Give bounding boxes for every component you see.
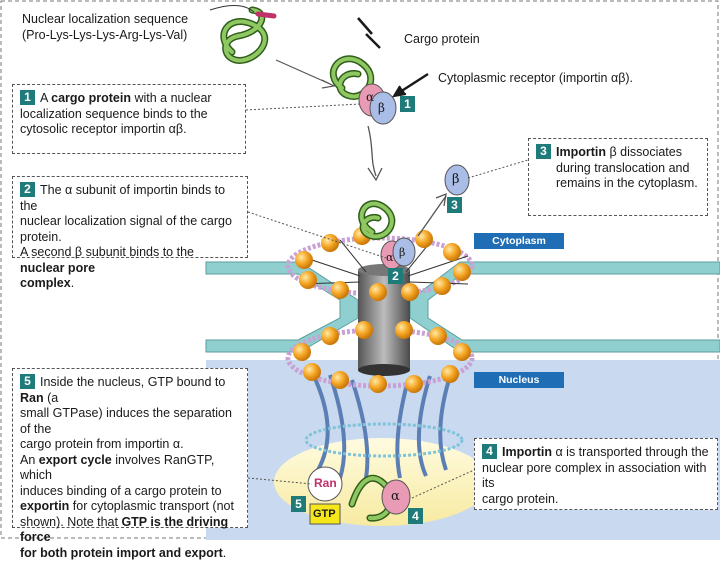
step-3-bold-a: Importin <box>556 145 606 159</box>
step-4-line-3: cargo protein. <box>482 491 559 506</box>
importin-beta-free <box>444 164 470 196</box>
beta-symbol-free: β <box>452 172 460 187</box>
step-2-line-2: nuclear localization signal of the cargo… <box>20 214 232 244</box>
step-1-bold-a: cargo protein <box>51 91 131 105</box>
step-5-bold-both: for both protein import and export <box>20 545 223 560</box>
cargo-in-pore <box>359 201 394 239</box>
step-5-line-3: cargo protein from importin α. <box>20 437 184 451</box>
cargo-protein-label: Cargo protein <box>404 32 480 46</box>
step-5-text-c: An <box>20 452 39 467</box>
spokes <box>299 239 469 285</box>
central-channel <box>358 270 410 370</box>
step-5-number: 5 <box>20 374 35 389</box>
beta-symbol-pore: β <box>399 246 406 259</box>
step-5-line-5: induces binding of a cargo protein to <box>20 483 222 498</box>
step-3-box: 3 Importin β dissociates during transloca… <box>528 138 708 216</box>
cytoplasmic-receptor-label: Cytoplasmic receptor (importin αβ). <box>438 71 634 85</box>
step-2-text-b: . <box>70 276 75 290</box>
step-2-number: 2 <box>20 182 35 197</box>
step-5-text-g: . <box>222 545 227 560</box>
gtp-label: GTP <box>313 508 336 520</box>
beta-symbol-complex: β <box>378 101 385 115</box>
nls-label-line2: (Pro-Lys-Lys-Lys-Arg-Lys-Val) <box>22 28 188 42</box>
step-5-bold-ran: Ran <box>20 390 44 405</box>
step-4-box: 4 Importin α is transported through the n… <box>474 438 718 510</box>
step-4-bold-a: Importin <box>502 445 552 459</box>
badge-step-1: 1 <box>400 96 415 112</box>
ran-label: Ran <box>314 476 337 490</box>
step-1-line-3: cytosolic receptor importin αβ. <box>20 122 187 136</box>
arrow-binding <box>275 59 331 85</box>
pointer-nls <box>209 5 255 13</box>
step-1-text-a: A <box>40 91 52 105</box>
step-1-number: 1 <box>20 90 35 105</box>
channel-bottom <box>358 364 410 376</box>
arrow-down <box>367 125 377 177</box>
step-5-text-d: involves RanGTP, which <box>20 452 215 483</box>
step-3-line-3: remains in the cytoplasm. <box>556 176 698 190</box>
step-5-bold-exportin: exportin <box>20 499 70 513</box>
step-5-bold-export: export cycle <box>38 452 112 467</box>
step-4-number: 4 <box>482 444 497 459</box>
step-5-text-e: for cytoplasmic transport (not <box>69 499 234 513</box>
nucleus-label: Nucleus <box>474 372 564 388</box>
step-5-text-b: (a <box>43 390 59 405</box>
badge-step-3: 3 <box>447 197 462 213</box>
alpha-symbol-nucleus: α <box>391 489 400 504</box>
importin-beta-in-pore <box>392 237 416 267</box>
cytoplasm-label: Cytoplasm <box>474 233 564 249</box>
nls-segment <box>255 11 277 19</box>
step-1-line-2: localization sequence binds to the <box>20 106 208 121</box>
step-2-text-a: A second β subunit binds to the <box>20 245 194 259</box>
step-4-text-a: α is transported through the <box>552 445 709 459</box>
step-2-line-1: The α subunit of importin binds to the <box>20 183 226 213</box>
cargo-protein-top <box>221 8 267 63</box>
step-5-text-a: Inside the nucleus, GTP bound to <box>40 375 226 389</box>
step-2-bold-a: nuclear pore <box>20 260 96 275</box>
step-5-line-2: small GTPase) induces the separation of … <box>20 406 232 436</box>
badge-step-4: 4 <box>408 508 423 524</box>
step-1-text-b: with a nuclear <box>131 91 212 105</box>
basket-ring <box>304 422 464 458</box>
step-3-number: 3 <box>536 144 551 159</box>
step-3-line-2: during translocation and <box>556 160 690 175</box>
step-4-line-2: nuclear pore complex in association with… <box>482 460 707 491</box>
cargo-protein-complex <box>331 56 373 99</box>
nls-label-line1: Nuclear localization sequence <box>22 12 189 26</box>
importin-alpha-nucleus <box>381 479 411 515</box>
step-5-box: 5 Inside the nucleus, GTP bound to Ran (a… <box>12 368 248 560</box>
badge-step-2: 2 <box>388 268 403 284</box>
alpha-symbol-pore: α <box>386 251 394 264</box>
pore-beads <box>293 227 471 393</box>
pointer-receptor <box>399 72 429 94</box>
step-5-text-f: shown). Note that <box>20 514 122 529</box>
alpha-symbol-complex: α <box>366 90 375 104</box>
step-3-text-a: β dissociates <box>606 145 682 159</box>
leader-lines <box>245 103 529 499</box>
basket-filaments <box>310 369 454 479</box>
gtp-block <box>309 503 341 525</box>
arrow-beta-out <box>417 195 447 237</box>
badge-step-5: 5 <box>291 496 306 512</box>
pointer-cargo <box>357 17 373 35</box>
importin-beta-complex <box>369 91 397 125</box>
step-2-bold-b: complex <box>20 276 71 290</box>
